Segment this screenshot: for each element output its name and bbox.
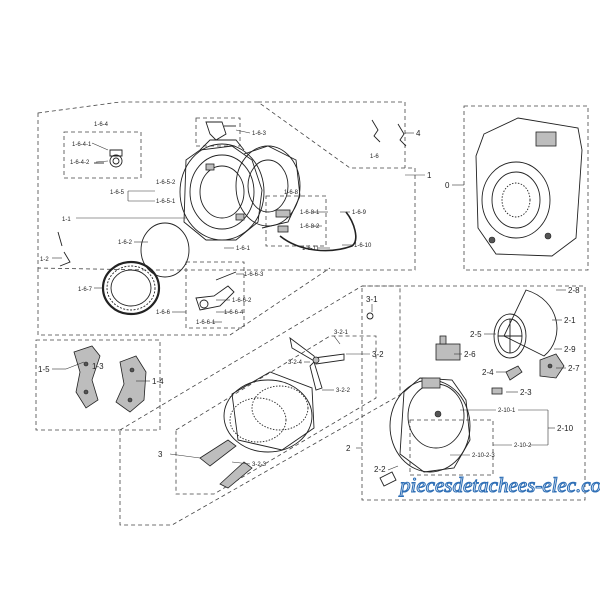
leader-lines — [52, 129, 566, 471]
label-2: 2 — [346, 444, 351, 453]
motor-bracket — [435, 335, 461, 361]
label-1-6-5-2: 1-6-5-2 — [156, 180, 176, 186]
label-0: 0 — [445, 181, 450, 190]
group-2-outline — [361, 285, 586, 501]
label-2-7: 2-7 — [568, 364, 580, 373]
label-2-10-2-3: 2-10-2-3 — [472, 453, 495, 459]
label-1-3: 1-3 — [92, 362, 104, 371]
group-3-outline — [119, 285, 401, 526]
label-1-5: 1-5 — [38, 365, 50, 374]
label-1-1: 1-1 — [62, 217, 71, 223]
label-3: 3 — [158, 450, 163, 459]
outer-tub-rear — [235, 145, 301, 229]
group-1-3-1-5-outline — [35, 339, 161, 431]
label-1-6-6-2: 1-6-6-2 — [232, 298, 252, 304]
label-1-6-8-1: 1-6-8-1 — [300, 210, 320, 216]
lifter-1 — [199, 439, 237, 467]
label-1-6-11: 1-6-11 — [302, 246, 320, 252]
part-2-2 — [379, 471, 397, 487]
pulley — [493, 313, 527, 359]
door-seal — [101, 260, 161, 316]
belt-pulley — [503, 289, 558, 357]
group-1-lower-outline — [37, 267, 331, 336]
label-1-2: 1-2 — [40, 257, 49, 263]
group-1-6-8-box — [265, 195, 327, 247]
bracket — [205, 121, 227, 141]
label-1-6-5: 1-6-5 — [110, 190, 125, 196]
label-1-6-4: 1-6-4 — [94, 122, 109, 128]
label-3-1: 3-1 — [366, 295, 378, 304]
valve-assembly — [195, 271, 237, 311]
label-1-6-5-1: 1-6-5-1 — [156, 199, 176, 205]
lifter-2 — [219, 461, 253, 489]
outer-tub-front — [179, 139, 265, 241]
hose — [279, 211, 357, 252]
label-1-6-6-3: 1-6-6-3 — [244, 272, 264, 278]
label-1-6-6: 1-6-6 — [156, 310, 171, 316]
group-1-outline — [37, 101, 416, 271]
label-2-2: 2-2 — [374, 465, 386, 474]
label-1-4: 1-4 — [152, 377, 164, 386]
label-1-6-2: 1-6-2 — [118, 240, 133, 246]
sensor — [275, 209, 291, 233]
inner-drum — [223, 371, 315, 453]
group-1-6-4-box — [63, 131, 142, 179]
label-1-6-8-2: 1-6-8-2 — [300, 224, 320, 230]
group-1-6-3-box — [195, 117, 241, 147]
label-3-2-4: 3-2-4 — [288, 360, 303, 366]
part-labels: 1-6-4 1-6-4-1 1-6-4-2 1-6-3 4 1-6 1 0 1-… — [38, 122, 580, 474]
label-1: 1 — [427, 171, 432, 180]
label-2-8: 2-8 — [568, 286, 580, 295]
rear-tub — [389, 377, 471, 473]
part-2-4 — [505, 365, 523, 381]
label-3-2: 3-2 — [372, 350, 384, 359]
pump-assembly-small — [94, 149, 123, 168]
seal-3-1 — [366, 312, 374, 320]
assembled-tub — [475, 117, 583, 257]
label-1-6-7: 1-6-7 — [78, 287, 93, 293]
label-2-10-2: 2-10-2 — [514, 443, 532, 449]
group-1-6-outline — [258, 101, 406, 168]
label-3-2-1: 3-2-1 — [334, 330, 349, 336]
label-1-6-6-1: 1-6-6-1 — [196, 320, 216, 326]
label-4: 4 — [416, 129, 421, 138]
label-2-5: 2-5 — [470, 330, 482, 339]
label-2-10: 2-10 — [557, 424, 574, 433]
label-1-6-9: 1-6-9 — [352, 210, 367, 216]
label-1-6-3: 1-6-3 — [252, 131, 267, 137]
label-2-4: 2-4 — [482, 368, 494, 377]
part-2-3 — [491, 387, 503, 395]
group-3-2-outline — [175, 335, 377, 495]
screws-1-2 — [57, 231, 71, 267]
label-1-6-8: 1-6-8 — [284, 190, 299, 196]
label-2-10-1: 2-10-1 — [498, 408, 516, 414]
label-1-6: 1-6 — [370, 154, 379, 160]
watermark-text: piecesdetachees-elec.com — [398, 473, 600, 497]
label-1-6-1: 1-6-1 — [236, 246, 251, 252]
label-1-6-10: 1-6-10 — [354, 243, 372, 249]
group-1-6-6-box — [185, 261, 245, 329]
drum-spider — [289, 336, 345, 391]
label-3-2-3: 3-2-3 — [252, 462, 267, 468]
springs — [371, 119, 407, 147]
group-0-box — [463, 105, 589, 271]
counterweight-left — [73, 345, 101, 409]
label-1-6-4-1: 1-6-4-1 — [72, 142, 92, 148]
label-1-6-4-2: 1-6-4-2 — [70, 160, 90, 166]
label-1-6-6-4: 1-6-6-4 — [224, 310, 244, 316]
counterweight-right — [115, 355, 147, 413]
label-2-9: 2-9 — [564, 345, 576, 354]
label-2-1: 2-1 — [564, 316, 576, 325]
label-3-2-2: 3-2-2 — [336, 388, 351, 394]
label-2-3: 2-3 — [520, 388, 532, 397]
gasket-ring — [140, 222, 190, 278]
label-2-6: 2-6 — [464, 350, 476, 359]
group-2-10-2-box — [409, 419, 494, 476]
motor — [539, 353, 565, 379]
